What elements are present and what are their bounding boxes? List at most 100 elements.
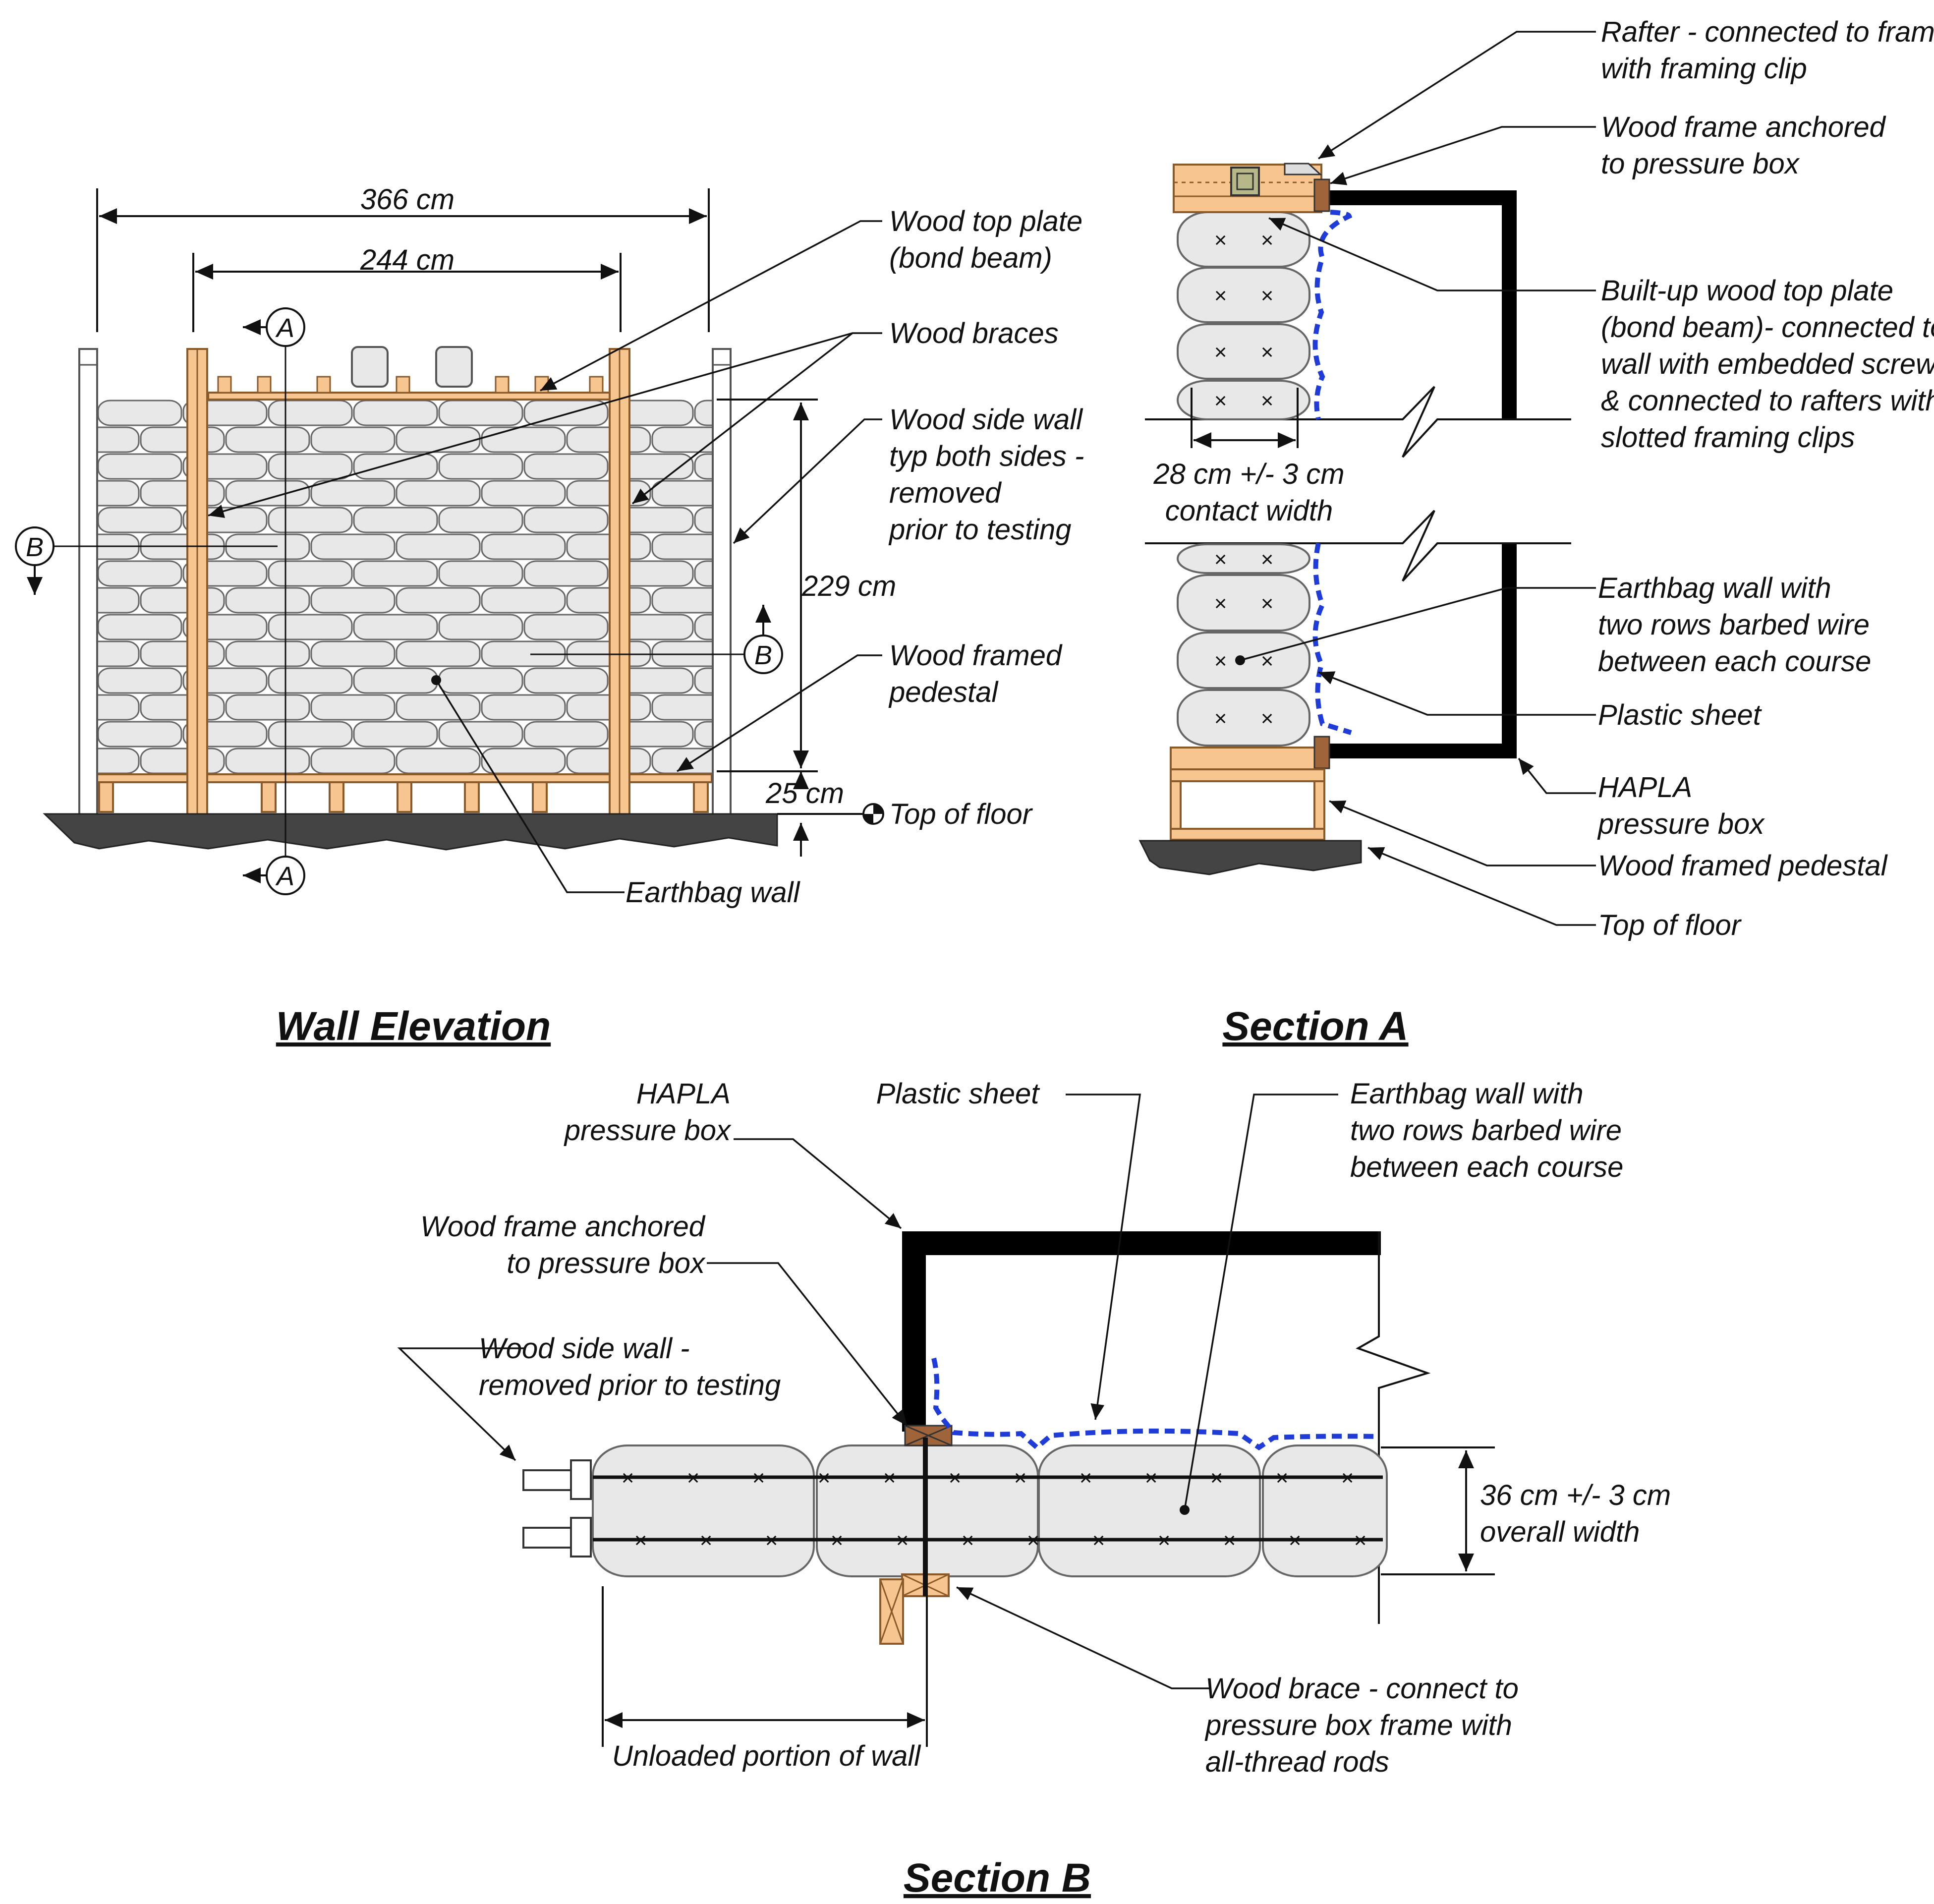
earthbag	[97, 453, 182, 480]
earthbag	[140, 480, 225, 507]
barbed-wire-mark: ×	[1214, 649, 1227, 673]
earthbag	[523, 453, 609, 480]
barbed-wire-mark: ×	[1144, 1466, 1157, 1490]
label-b-box-2: pressure box	[564, 1114, 732, 1147]
earthbag	[353, 507, 438, 533]
label-b-wall-1: Earthbag wall with	[1350, 1078, 1584, 1110]
earthbag	[396, 533, 481, 560]
top-of-floor-symbol	[862, 803, 884, 825]
earthbag	[651, 426, 713, 453]
earthbag	[310, 694, 396, 721]
wood-side-wall-stubs	[522, 1459, 592, 1558]
earthbag	[481, 533, 566, 560]
earthbag	[481, 587, 566, 614]
rafter-clip	[1284, 163, 1322, 175]
barbed-wire-mark: ×	[830, 1528, 843, 1553]
earthbag	[140, 640, 225, 667]
earthbag	[97, 560, 182, 587]
section-a-leaders	[1240, 31, 1596, 926]
wood-side-wall-left	[78, 348, 98, 818]
barbed-wire-mark: ×	[765, 1528, 778, 1553]
dimension-lines	[96, 188, 862, 857]
framing-clip	[1230, 167, 1260, 196]
label-side-wall-1: Wood side wall	[889, 404, 1083, 436]
title-section-b: Section B	[904, 1855, 1091, 1901]
label-a-box-1: HAPLA	[1598, 771, 1692, 804]
earthbag	[268, 560, 353, 587]
earthbag	[97, 640, 140, 667]
barbed-wire-mark: ×	[1214, 547, 1227, 572]
earthbag	[310, 426, 396, 453]
section-markers	[15, 307, 783, 895]
wood-frame-block-bottom	[1313, 736, 1330, 769]
earthbag-profile	[1177, 543, 1310, 574]
dim-244: 244 cm	[360, 244, 455, 276]
dim-25: 25 cm	[765, 777, 844, 809]
label-rafter-2: with framing clip	[1601, 53, 1807, 85]
marker-b-right-label: B	[754, 640, 772, 670]
barbed-wire-mark: ×	[1260, 284, 1273, 308]
section-a: ××××××××××××××××	[1138, 16, 1934, 1049]
label-b-width-1: 36 cm +/- 3 cm	[1480, 1479, 1671, 1511]
earthbag	[310, 587, 396, 614]
earthbag	[225, 587, 310, 614]
barbed-wire-mark: ×	[1214, 706, 1227, 731]
label-a-top-plate-4: & connected to rafters with	[1601, 385, 1934, 417]
earthbag	[97, 721, 182, 748]
title-wall-elevation: Wall Elevation	[276, 1004, 551, 1049]
label-b-wall-2: two rows barbed wire	[1350, 1114, 1622, 1147]
earthbag	[396, 640, 481, 667]
barbed-wire-mark: ×	[1260, 389, 1273, 413]
earthbag	[353, 667, 438, 694]
label-a-frame-2: to pressure box	[1601, 148, 1800, 180]
barbed-wire-mark: ×	[1260, 591, 1273, 616]
earthbag	[353, 560, 438, 587]
label-a-top-plate-5: slotted framing clips	[1601, 421, 1855, 454]
dim-366: 366 cm	[360, 183, 455, 216]
label-a-top-plate-2: (bond beam)- connected to	[1601, 311, 1934, 344]
earthbag	[438, 400, 523, 426]
earthbag-plan	[1262, 1444, 1388, 1577]
earthbag	[310, 640, 396, 667]
section-b: ××××××××××××××××××××××××	[397, 1078, 1671, 1901]
hapla-pressure-box-plan	[902, 1231, 1381, 1432]
label-side-wall-3: removed	[889, 477, 1002, 509]
section-marker-b-left	[15, 526, 55, 566]
section-marker-b-right	[743, 635, 783, 674]
earthbag	[523, 614, 609, 640]
earthbag	[523, 507, 609, 533]
earthbag	[225, 426, 310, 453]
barbed-wire-mark: ×	[1341, 1466, 1354, 1490]
earthbag	[481, 748, 566, 774]
barbed-wire-mark: ×	[1288, 1528, 1301, 1553]
marker-b-left-label: B	[26, 532, 44, 562]
section-marker-a-top	[266, 307, 305, 347]
label-top-of-floor: Top of floor	[889, 798, 1033, 830]
marker-a-top-label: A	[275, 313, 294, 343]
barbed-wire-mark: ×	[699, 1528, 712, 1553]
earthbag	[438, 667, 523, 694]
earthbag	[97, 426, 140, 453]
framing-clips	[217, 376, 604, 394]
label-a-top-plate-3: wall with embedded screws	[1601, 348, 1934, 380]
label-top-plate-1: Wood top plate	[889, 205, 1082, 237]
barbed-wire-mark: ×	[686, 1466, 699, 1490]
earthbag	[97, 667, 182, 694]
barbed-wire-mark: ×	[883, 1466, 896, 1490]
earthbag	[97, 587, 140, 614]
earthbag-profile	[1177, 689, 1310, 747]
earthbag	[97, 748, 140, 774]
wood-top-plate	[207, 392, 611, 401]
section-b-earthbags: ××××××××××××××××××××××××	[592, 1444, 1388, 1577]
barbed-wire-mark: ×	[1260, 340, 1273, 364]
barbed-wire-mark: ×	[948, 1466, 961, 1490]
earthbag-plan	[1038, 1444, 1261, 1577]
label-wood-braces: Wood braces	[889, 317, 1059, 349]
label-a-frame-1: Wood frame anchored	[1601, 111, 1886, 143]
section-a-pedestal	[1170, 768, 1325, 841]
barbed-wire-mark: ×	[1354, 1528, 1366, 1553]
label-b-frame-1: Wood frame anchored	[420, 1211, 706, 1243]
earthbag	[268, 667, 353, 694]
rafter-ends	[351, 346, 473, 388]
barbed-wire-mark: ×	[1079, 1466, 1092, 1490]
